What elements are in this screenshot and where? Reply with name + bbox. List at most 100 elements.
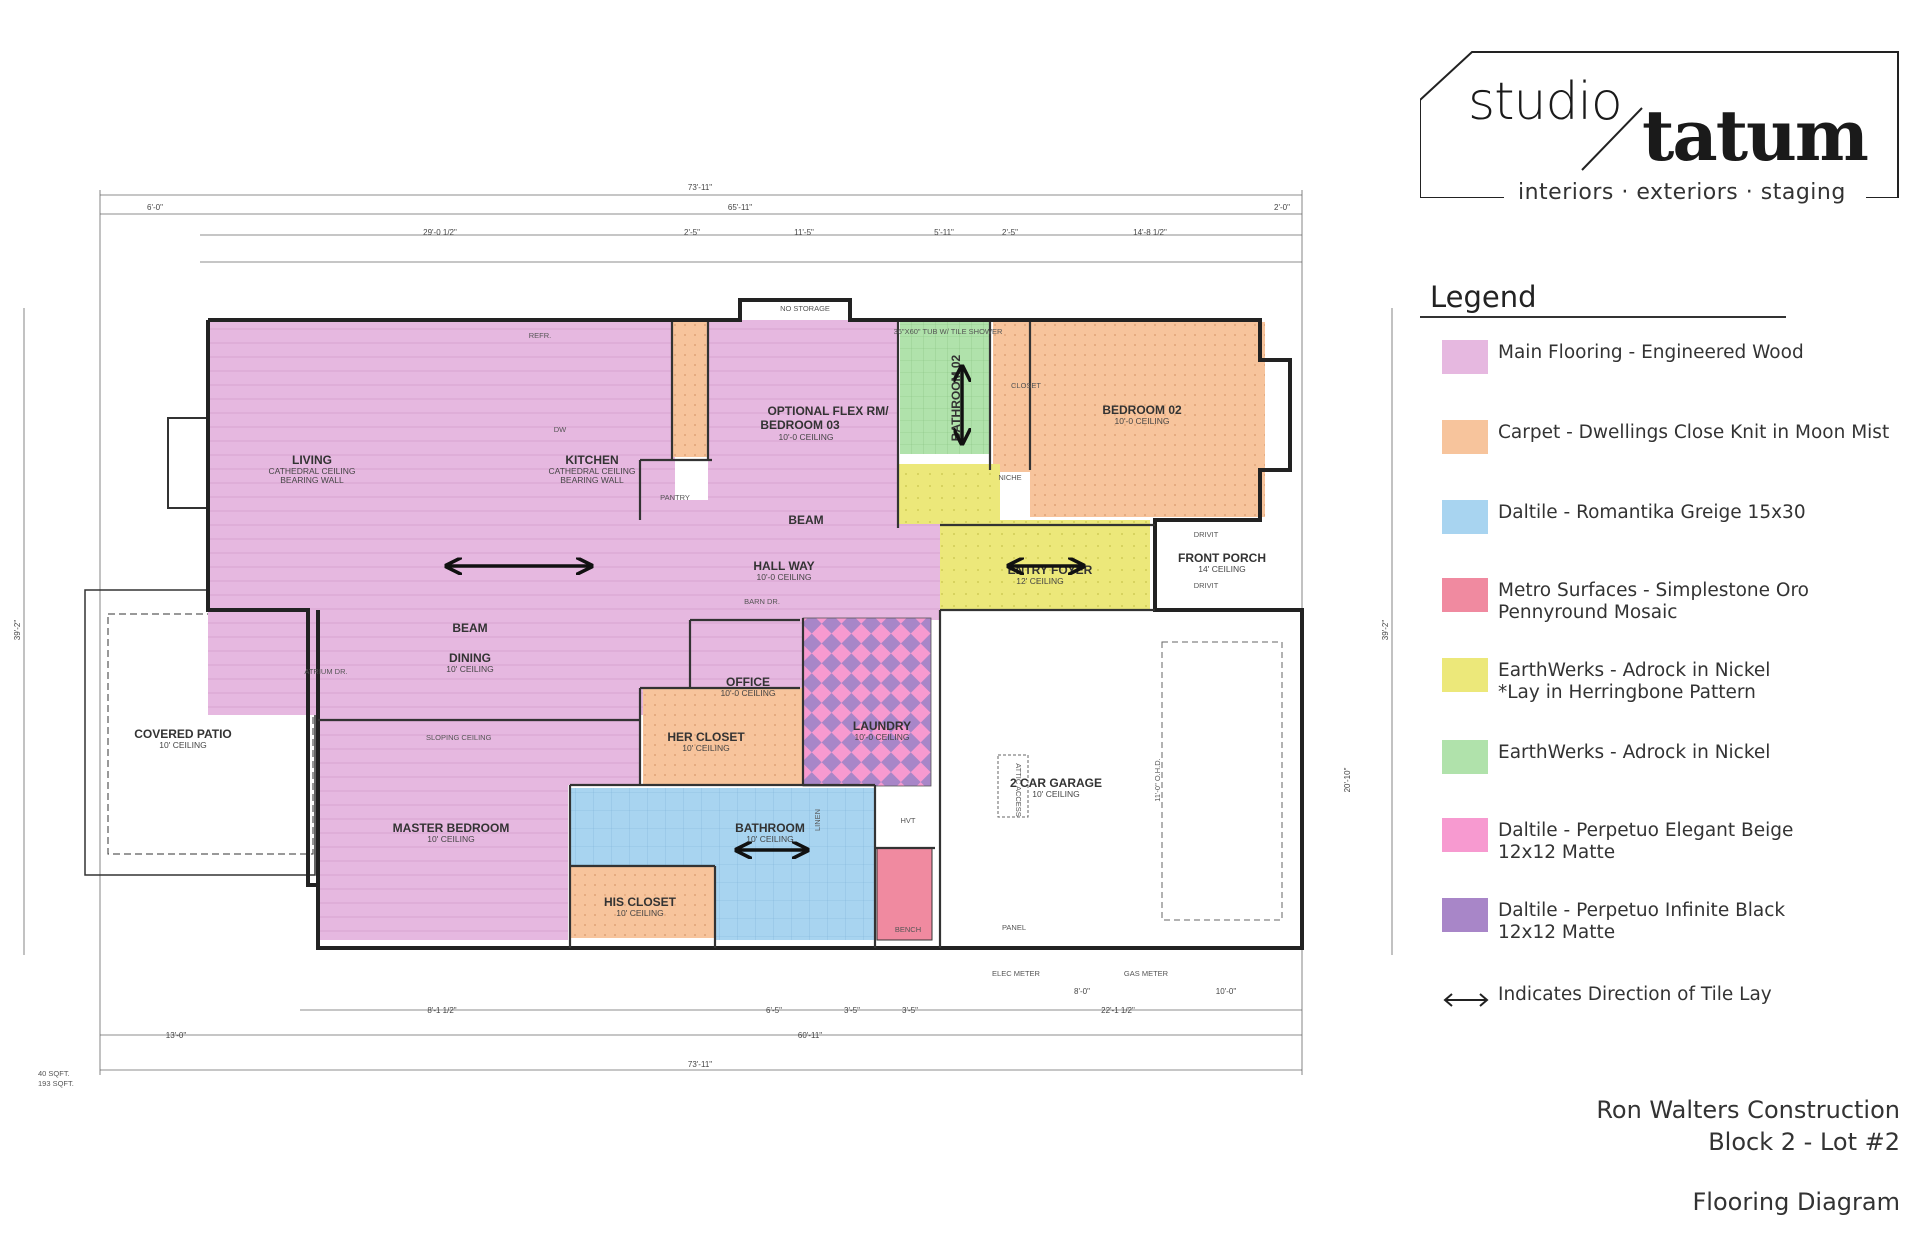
legend-item: Metro Surfaces - Simplestone Oro Pennyro… [1442, 578, 1912, 638]
svg-text:DINING: DINING [449, 651, 491, 665]
svg-text:LIVING: LIVING [292, 453, 332, 467]
legend-item: Daltile - Perpetuo Infinite Black 12x12 … [1442, 898, 1912, 958]
svg-text:73'-11": 73'-11" [688, 183, 712, 192]
legend-swatch [1442, 658, 1488, 692]
legend-item: Daltile - Perpetuo Elegant Beige 12x12 M… [1442, 818, 1912, 878]
svg-text:DRIVIT: DRIVIT [1194, 530, 1219, 539]
svg-text:29'-0 1/2": 29'-0 1/2" [423, 228, 457, 237]
legend-item: EarthWerks - Adrock in Nickel *Lay in He… [1442, 658, 1912, 718]
svg-text:2'-5": 2'-5" [684, 228, 700, 237]
legend-swatch [1442, 500, 1488, 534]
svg-text:HER CLOSET: HER CLOSET [667, 730, 745, 744]
svg-text:NICHE: NICHE [998, 473, 1021, 482]
svg-text:CLOSET: CLOSET [1011, 381, 1041, 390]
svg-text:10' CEILING: 10' CEILING [1032, 789, 1079, 799]
dimension-labels: 73'-11" 65'-11" 6'-0" 2'-0" 29'-0 1/2" 2… [13, 183, 1390, 1069]
svg-text:BARN DR.: BARN DR. [744, 597, 780, 606]
svg-text:BEAM: BEAM [452, 621, 487, 635]
svg-text:22'-1 1/2": 22'-1 1/2" [1101, 1006, 1135, 1015]
master-bath-tile [570, 788, 875, 940]
svg-text:10' CEILING: 10' CEILING [746, 834, 793, 844]
svg-text:REFR.: REFR. [529, 331, 552, 340]
shower-pennyround [876, 847, 933, 941]
svg-text:10'-0 CEILING: 10'-0 CEILING [756, 572, 811, 582]
svg-text:2 CAR GARAGE: 2 CAR GARAGE [1010, 776, 1102, 790]
logo-studio-text: studio [1468, 72, 1623, 132]
wood-flooring-areas [208, 320, 940, 940]
svg-text:KITCHEN: KITCHEN [565, 453, 618, 467]
legend-swatch [1442, 898, 1488, 932]
svg-text:8'-0": 8'-0" [1074, 987, 1090, 996]
svg-text:COVERED PATIO: COVERED PATIO [134, 727, 232, 741]
svg-text:12' CEILING: 12' CEILING [1016, 576, 1063, 586]
svg-text:OFFICE: OFFICE [726, 675, 770, 689]
dimension-lines [23, 190, 1393, 1075]
legend-divider [1420, 316, 1786, 318]
svg-text:11'-5": 11'-5" [794, 228, 814, 237]
project-company: Ron Walters Construction [1596, 1096, 1900, 1124]
svg-text:CATHEDRAL CEILING: CATHEDRAL CEILING [549, 466, 636, 476]
svg-text:DW: DW [554, 425, 567, 434]
walls [206, 298, 1304, 950]
tile-direction-arrows [448, 368, 1082, 850]
interior-walls [318, 322, 1155, 948]
legend-title: Legend [1430, 280, 1537, 314]
legend-label: Daltile - Perpetuo Elegant Beige 12x12 M… [1498, 820, 1794, 863]
svg-text:14' CEILING: 14' CEILING [1198, 564, 1245, 574]
svg-text:11'-0" O.H.D.: 11'-0" O.H.D. [1153, 758, 1162, 802]
svg-text:20'-10": 20'-10" [1343, 767, 1352, 792]
svg-text:SLOPING CEILING: SLOPING CEILING [426, 733, 492, 742]
carpet-areas [570, 322, 1265, 938]
svg-text:CATHEDRAL CEILING: CATHEDRAL CEILING [269, 466, 356, 476]
legend-arrow-note: Indicates Direction of Tile Lay [1442, 984, 1912, 1044]
logo-tagline: interiors · exteriors · staging [1512, 180, 1852, 205]
svg-text:NO STORAGE: NO STORAGE [780, 304, 830, 313]
svg-text:BEDROOM 03: BEDROOM 03 [760, 418, 840, 432]
svg-text:ELEC METER: ELEC METER [992, 969, 1041, 978]
svg-text:BEARING WALL: BEARING WALL [560, 475, 624, 485]
svg-text:14'-8 1/2": 14'-8 1/2" [1133, 228, 1167, 237]
logo-tatum-text: tatum [1642, 94, 1869, 177]
legend-label: EarthWerks - Adrock in Nickel [1498, 742, 1771, 763]
svg-text:PANTRY: PANTRY [660, 493, 690, 502]
svg-text:BEARING WALL: BEARING WALL [280, 475, 344, 485]
laundry-tile [802, 617, 932, 787]
legend-label: Metro Surfaces - Simplestone Oro Pennyro… [1498, 580, 1809, 623]
svg-text:BEAM: BEAM [788, 513, 823, 527]
svg-text:10'-0 CEILING: 10'-0 CEILING [778, 432, 833, 442]
legend-item: Carpet - Dwellings Close Knit in Moon Mi… [1442, 420, 1912, 480]
legend-swatch [1442, 578, 1488, 612]
svg-text:65'-11": 65'-11" [728, 203, 752, 212]
svg-text:ATTIC ACCESS: ATTIC ACCESS [1014, 763, 1023, 817]
legend-label: Main Flooring - Engineered Wood [1498, 342, 1804, 363]
legend-arrow-label: Indicates Direction of Tile Lay [1498, 984, 1772, 1005]
svg-text:HALL WAY: HALL WAY [753, 559, 814, 573]
svg-text:BEDROOM 02: BEDROOM 02 [1102, 403, 1182, 417]
svg-text:39'-2": 39'-2" [13, 620, 22, 641]
svg-text:10'-0": 10'-0" [1216, 987, 1237, 996]
svg-text:13'-0": 13'-0" [166, 1031, 187, 1040]
svg-text:10' CEILING: 10' CEILING [159, 740, 206, 750]
svg-text:73'-11": 73'-11" [688, 1060, 712, 1069]
svg-text:LAUNDRY: LAUNDRY [853, 719, 911, 733]
svg-text:6'-5": 6'-5" [766, 1006, 782, 1015]
project-title: Flooring Diagram [1692, 1188, 1901, 1216]
svg-text:10' CEILING: 10' CEILING [427, 834, 474, 844]
floor-plan: 73'-11" 65'-11" 6'-0" 2'-0" 29'-0 1/2" 2… [13, 183, 1393, 1088]
bath2-tile [900, 322, 990, 454]
legend-item: Main Flooring - Engineered Wood [1442, 340, 1912, 400]
svg-text:8'-1 1/2": 8'-1 1/2" [427, 1006, 456, 1015]
svg-text:40 SQFT.: 40 SQFT. [38, 1069, 70, 1078]
legend-swatch [1442, 420, 1488, 454]
svg-text:PANEL: PANEL [1002, 923, 1026, 932]
legend-swatch [1442, 818, 1488, 852]
svg-text:OPTIONAL FLEX RM/: OPTIONAL FLEX RM/ [767, 404, 889, 418]
svg-text:60'-11": 60'-11" [798, 1031, 822, 1040]
legend-swatch [1442, 740, 1488, 774]
legend-label: Daltile - Romantika Greige 15x30 [1498, 502, 1806, 523]
svg-text:ATRIUM DR.: ATRIUM DR. [304, 667, 347, 676]
svg-text:DRIVIT: DRIVIT [1194, 581, 1219, 590]
legend-label: Daltile - Perpetuo Infinite Black 12x12 … [1498, 900, 1786, 943]
svg-text:LINEN: LINEN [813, 809, 822, 831]
fireplace [167, 417, 209, 509]
